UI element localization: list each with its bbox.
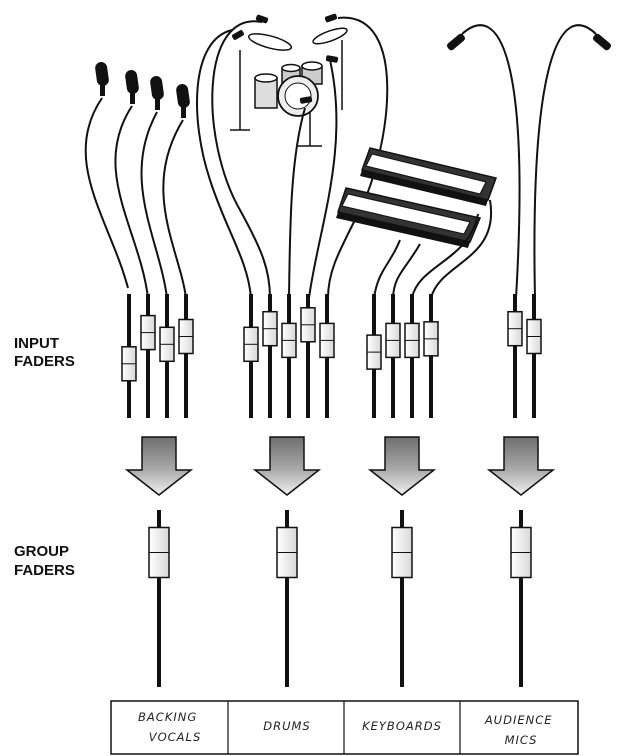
strip-label-keyboards: KEYBOARDS [362,719,442,733]
keyboard-icon [336,187,482,248]
faders-layer [121,294,556,687]
group-faders-label: GROUP FADERS [14,543,75,579]
input-faders-label: INPUT FADERS [14,335,75,370]
keyboard-icon [360,147,497,206]
strip-label-drums: DRUMS [263,719,311,733]
strip-label-audience-mics: AUDIENCE MICS [484,713,557,747]
group-arrow-keyboards [367,436,437,496]
vocal-microphone-icon [95,62,109,96]
group-arrow-backing-vocals [124,436,194,496]
audience-microphone-icon [592,33,612,51]
vocal-microphone-icon [150,76,164,110]
group-label-strip [110,700,579,755]
vocal-microphone-icon [125,70,139,104]
group-arrow-drums [252,436,322,496]
audience-microphone-icon [446,33,466,51]
drum-kit-icon [230,13,348,147]
strip-label-backing-vocals: BACKING VOCALS [138,710,202,744]
vocal-microphone-icon [176,84,190,118]
instrument-illustration [84,13,612,299]
group-arrow-audience-mics [486,436,556,496]
